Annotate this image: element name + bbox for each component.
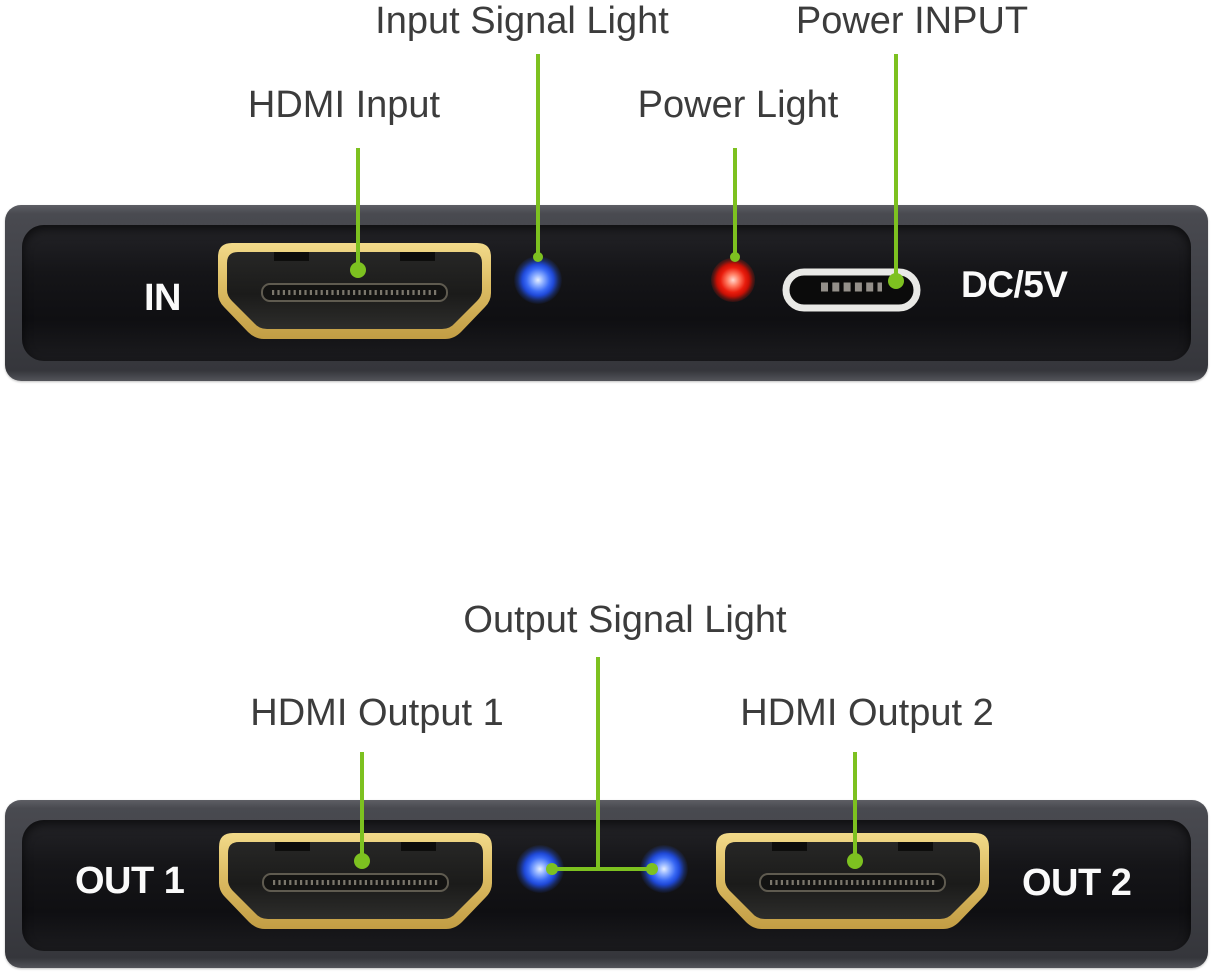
callout-output-signal-light: Output Signal Light	[463, 599, 787, 641]
callout-line-hdmi-output-1	[360, 752, 364, 862]
callout-hdmi-output-2: HDMI Output 2	[740, 692, 994, 734]
port-label-in: IN	[144, 277, 182, 319]
splitter-output-panel-face	[22, 820, 1191, 951]
callout-dot-power-input	[888, 273, 904, 289]
callout-dot-input-signal-light	[533, 252, 543, 262]
callout-dot-hdmi-input	[350, 262, 366, 278]
port-label-dc5v: DC/5V	[961, 264, 1068, 305]
splitter-output-panel	[5, 800, 1208, 968]
port-label-out2: OUT 2	[1022, 862, 1132, 904]
port-label-out1: OUT 1	[75, 860, 185, 902]
hdmi-output-port-1-icon	[219, 833, 492, 929]
callout-line-output-signal-branch	[552, 867, 653, 871]
callout-line-hdmi-output-2	[853, 752, 857, 862]
hdmi-input-port-icon	[218, 243, 491, 339]
power-led	[711, 258, 755, 302]
callout-line-input-signal-light	[536, 54, 540, 258]
input-signal-led	[514, 256, 562, 304]
micro-usb-power-port-icon	[782, 268, 921, 312]
splitter-input-panel	[5, 205, 1208, 381]
callout-dot-hdmi-output-1	[354, 853, 370, 869]
callout-power-light: Power Light	[637, 84, 839, 126]
callout-line-hdmi-input	[356, 148, 360, 272]
callout-dot-power-light	[730, 252, 740, 262]
callout-dot-hdmi-output-2	[847, 853, 863, 869]
callout-line-power-input	[894, 54, 898, 282]
callout-hdmi-output-1: HDMI Output 1	[250, 692, 504, 734]
splitter-input-panel-face	[22, 225, 1191, 361]
callout-hdmi-input: HDMI Input	[247, 84, 441, 126]
callout-dot-output-led-2	[646, 863, 658, 875]
callout-power-input: Power INPUT	[795, 0, 1029, 42]
callout-line-power-light	[733, 148, 737, 258]
callout-dot-output-led-1	[546, 863, 558, 875]
callout-line-output-signal-vertical	[596, 657, 600, 869]
callout-input-signal-light: Input Signal Light	[375, 0, 669, 42]
hdmi-output-port-2-icon	[716, 833, 989, 929]
